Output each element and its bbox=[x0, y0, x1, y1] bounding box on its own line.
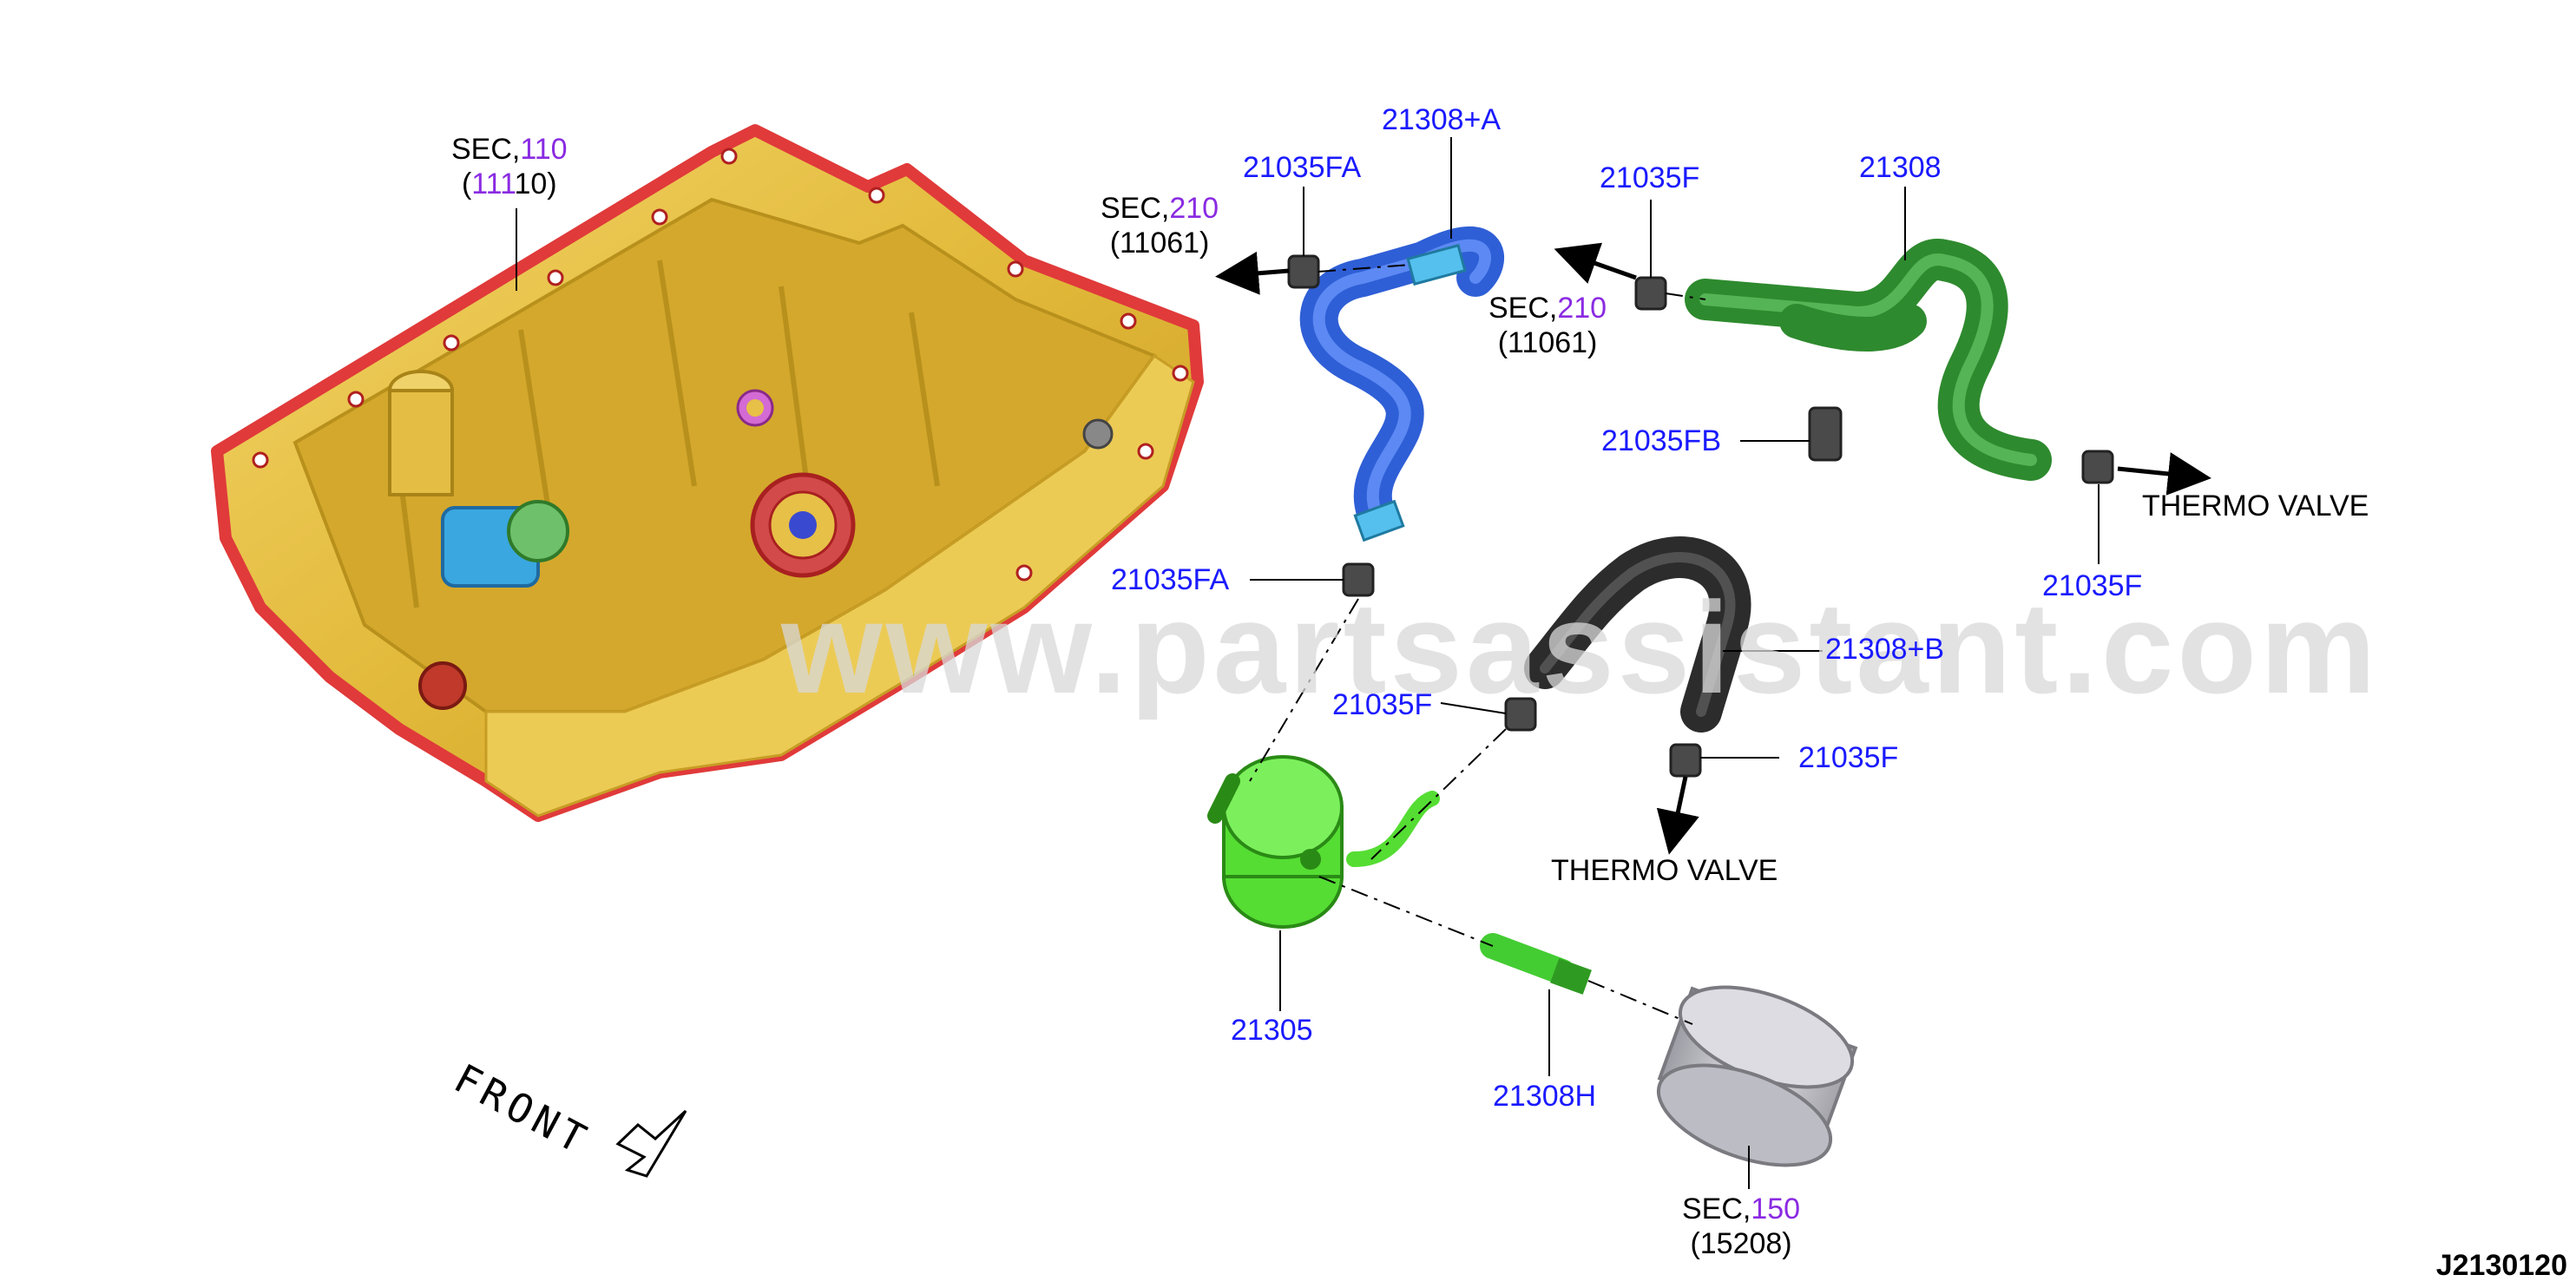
sec110-paren-open: ( bbox=[461, 168, 472, 200]
connector-21308h bbox=[1480, 933, 1592, 995]
sec110-number[interactable]: 110 bbox=[520, 133, 568, 166]
sec210-left-paren: (11061) bbox=[1109, 227, 1210, 260]
sec110-subnumber[interactable]: 111 bbox=[471, 168, 515, 200]
label-sec150: SEC,150 (15208) bbox=[1682, 1192, 1800, 1261]
hose-21308b bbox=[1524, 536, 1751, 733]
oil-cooler bbox=[1207, 755, 1440, 929]
thermo-valve-low-label: THERMO VALVE bbox=[1551, 854, 1778, 887]
label-sec210-left: SEC,210 (11061) bbox=[1101, 191, 1219, 260]
part-21035f-right-label[interactable]: 21035F bbox=[2042, 569, 2143, 602]
part-21035fa-mid-label[interactable]: 21035FA bbox=[1111, 563, 1230, 596]
leader-lines bbox=[516, 137, 2100, 1189]
oil-filter bbox=[1656, 985, 1858, 1167]
sec150-paren: (15208) bbox=[1690, 1227, 1792, 1260]
front-arrow-icon bbox=[615, 1109, 687, 1178]
clamps bbox=[1287, 254, 2114, 778]
part-21035fa-top-label[interactable]: 21035FA bbox=[1243, 151, 1362, 184]
center-lines bbox=[1249, 264, 1706, 1025]
part-21308b-label[interactable]: 21308+B bbox=[1825, 633, 1945, 666]
sec210-left-number[interactable]: 210 bbox=[1169, 192, 1219, 225]
part-21035f-top-label[interactable]: 21035F bbox=[1600, 161, 1700, 194]
direction-arrows bbox=[1215, 242, 2211, 855]
part-21035fb-label[interactable]: 21035FB bbox=[1601, 424, 1721, 457]
sec210-left-prefix: SEC, bbox=[1101, 192, 1170, 225]
part-21308a-label[interactable]: 21308+A bbox=[1382, 103, 1502, 136]
sec110-paren-rest: 10) bbox=[514, 168, 557, 200]
part-21305-label[interactable]: 21305 bbox=[1231, 1014, 1313, 1047]
part-21308-label[interactable]: 21308 bbox=[1859, 151, 1942, 184]
sec110-prefix: SEC, bbox=[451, 133, 521, 166]
label-sec110: SEC,110 (11110) bbox=[451, 132, 568, 201]
sec150-number[interactable]: 150 bbox=[1751, 1193, 1801, 1226]
thermo-valve-right-label: THERMO VALVE bbox=[2142, 490, 2369, 522]
sec210-mid-number[interactable]: 210 bbox=[1557, 292, 1607, 325]
part-21035f-low-label[interactable]: 21035F bbox=[1798, 741, 1899, 774]
oil-pan bbox=[211, 124, 1204, 822]
diagram-id: J2130120 bbox=[2435, 1249, 2567, 1282]
hose-21308 bbox=[1685, 239, 2052, 481]
sec210-mid-prefix: SEC, bbox=[1488, 292, 1558, 325]
label-sec210-mid: SEC,210 (11061) bbox=[1488, 291, 1607, 360]
watermark: www.partsassistant.com bbox=[781, 575, 2380, 720]
sec150-prefix: SEC, bbox=[1682, 1193, 1751, 1226]
hose-21308a bbox=[1299, 226, 1505, 542]
part-21035f-mid-label[interactable]: 21035F bbox=[1332, 688, 1433, 721]
sec210-mid-paren: (11061) bbox=[1497, 326, 1598, 359]
part-21308h-label[interactable]: 21308H bbox=[1493, 1080, 1597, 1113]
